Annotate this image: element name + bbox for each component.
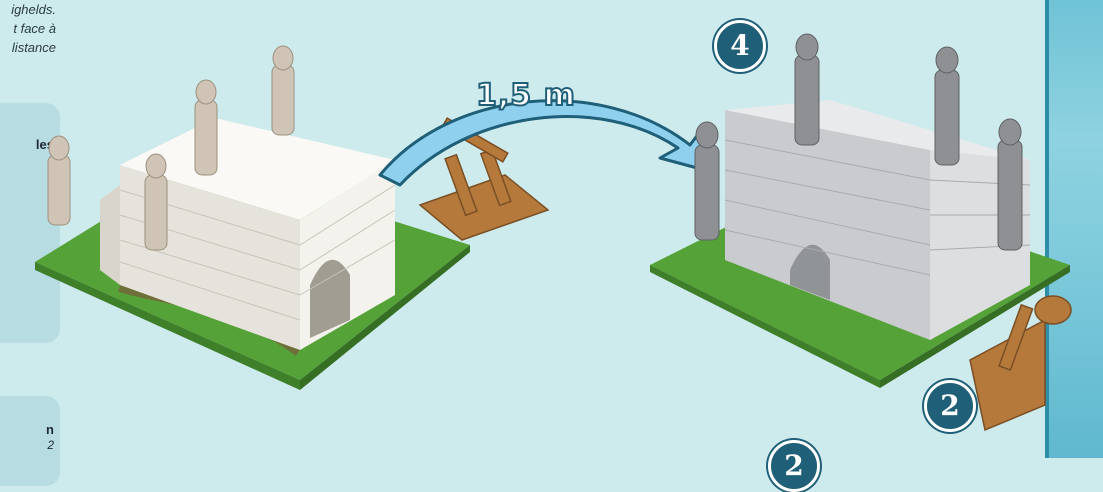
badge-4-icon: 4 [714,20,766,72]
badge-bottom-icon: 2 [768,440,820,492]
grey-wall-model [650,34,1070,388]
white-wall-model [35,46,470,390]
badge-2-icon: 2 [924,380,976,432]
distance-label: 1,5 m [476,78,576,113]
range-arrow [380,101,712,185]
rules-illustration: ighelds. t face à listance les n 2 [0,0,1103,458]
